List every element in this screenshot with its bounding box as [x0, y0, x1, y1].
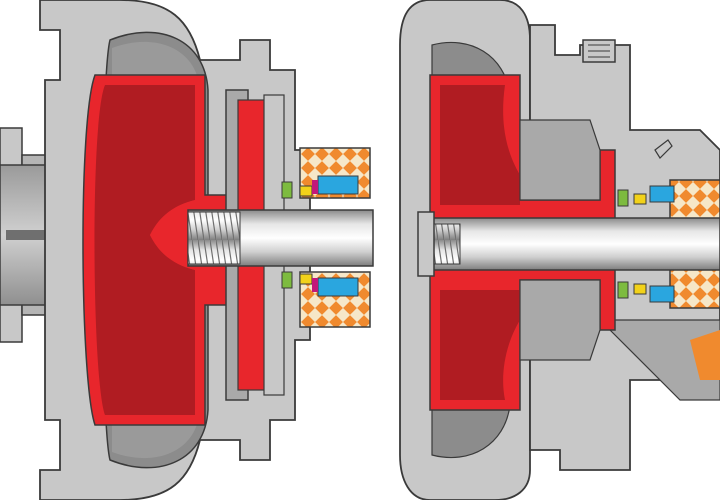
right-shaft [429, 217, 720, 271]
right-packing-upper [669, 179, 720, 221]
left-mechanical-seal-lower [281, 271, 359, 297]
right-impeller-vane-lower [440, 290, 520, 400]
right-impeller-nut [417, 211, 435, 277]
left-impeller-vane-shade [94, 85, 195, 415]
left-shaft-thread [187, 211, 241, 265]
right-mechanical-seal-lower [617, 281, 675, 303]
left-mechanical-seal-upper [281, 175, 359, 199]
right-back-plate-lower [519, 279, 601, 361]
left-impeller-hub [150, 200, 195, 270]
right-packing-lower [669, 267, 720, 309]
right-pump [399, 0, 720, 500]
vent-plug-icon [582, 39, 616, 63]
right-oil-lube [690, 330, 720, 380]
right-shaft-thread [429, 223, 461, 265]
left-pump [0, 0, 374, 500]
left-inlet-slot [6, 230, 48, 240]
grease-nipple-icon [654, 139, 673, 159]
right-mechanical-seal-upper [617, 185, 675, 207]
right-back-plate-upper [519, 119, 601, 201]
right-impeller-vane-upper [440, 85, 520, 205]
